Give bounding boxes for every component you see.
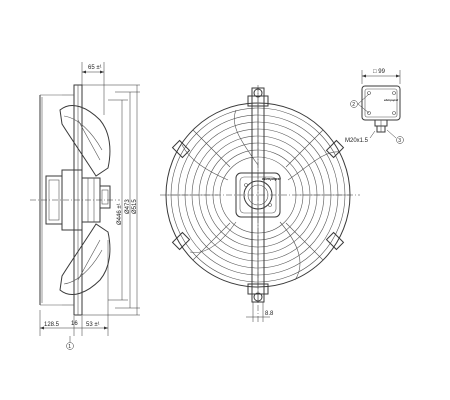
- cable-gland-label: M20x1.5: [345, 138, 369, 144]
- dim-box-width: □ 99: [373, 69, 386, 75]
- dim-overall-depth: 128.5: [44, 322, 60, 328]
- mounting-foot-top: [247, 88, 269, 107]
- terminal-box-detail: □ 99 ebmpapst 2 3 M20x1.5: [345, 69, 404, 144]
- callout-2: 2: [352, 102, 355, 108]
- dim-slot-width: 8.8: [265, 311, 274, 317]
- dim-motor-offset: 53 ±¹: [86, 322, 100, 328]
- callout-1: 1: [68, 344, 71, 350]
- mounting-foot-bottom: [247, 283, 269, 302]
- terminal-box-logo: ebmpapst: [384, 98, 399, 102]
- mounting-foot-left: [171, 139, 191, 251]
- side-view: 65 ±¹ Ø446 ±¹ Ø473 Ø515 128.5 16 53 ±¹ 1: [30, 62, 140, 350]
- callout-3: 3: [398, 138, 401, 144]
- dim-diameter-515: Ø515: [132, 199, 138, 214]
- brand-logo: ebmpapst: [262, 176, 282, 181]
- dim-diameter-446: Ø446 ±¹: [117, 203, 123, 225]
- front-view: ebmpapst 8.8: [160, 85, 360, 322]
- dim-depth-label: 65 ±¹: [88, 65, 102, 71]
- dim-diameter-473: Ø473: [125, 199, 131, 214]
- dim-flange-thickness: 16: [71, 321, 78, 327]
- mounting-foot-right: [325, 139, 345, 251]
